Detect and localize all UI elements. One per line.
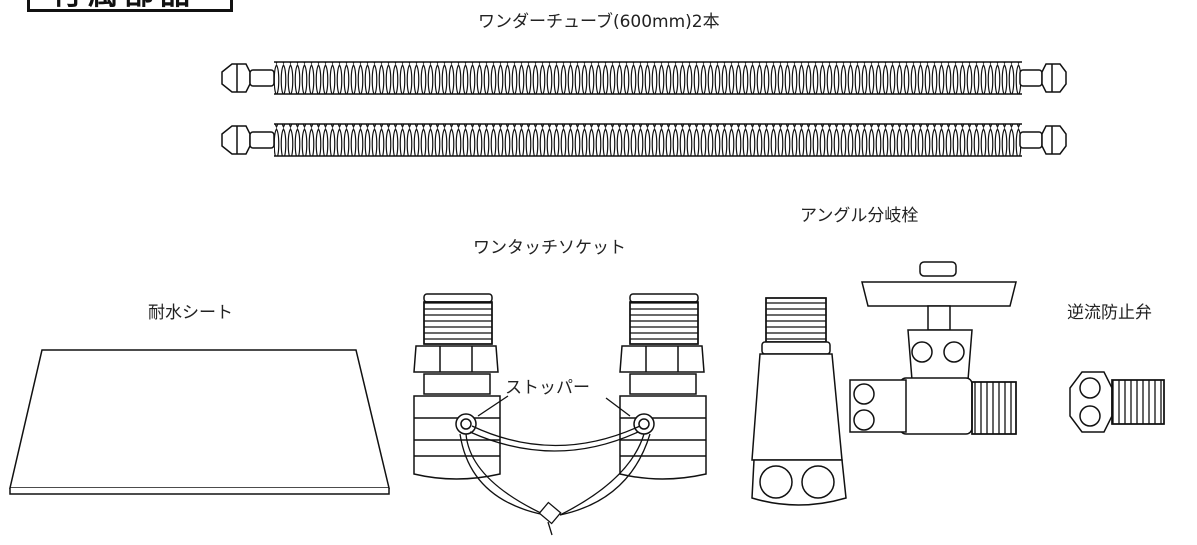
parts-title-box: 付属部品	[27, 0, 233, 12]
stopper-strings	[459, 395, 651, 536]
socket-left	[413, 293, 501, 480]
socket-right	[619, 293, 707, 480]
stopper-label: ストッパー	[505, 378, 590, 398]
wonder-tube-2	[221, 123, 1067, 157]
parts-title: 付属部品	[52, 0, 196, 13]
angle-valve-drawing	[751, 261, 1017, 506]
waterproof-sheet-drawing	[9, 349, 390, 495]
check-valve-label: 逆流防止弁	[1067, 303, 1152, 323]
wonder-tube-label: ワンダーチューブ(600mm)2本	[478, 12, 720, 32]
one-touch-socket-label: ワンタッチソケット	[473, 238, 626, 258]
waterproof-sheet-label: 耐水シート	[148, 303, 233, 323]
angle-valve-label: アングル分岐栓	[800, 206, 919, 226]
wonder-tube-1	[221, 61, 1067, 95]
check-valve-drawing	[1069, 371, 1165, 433]
